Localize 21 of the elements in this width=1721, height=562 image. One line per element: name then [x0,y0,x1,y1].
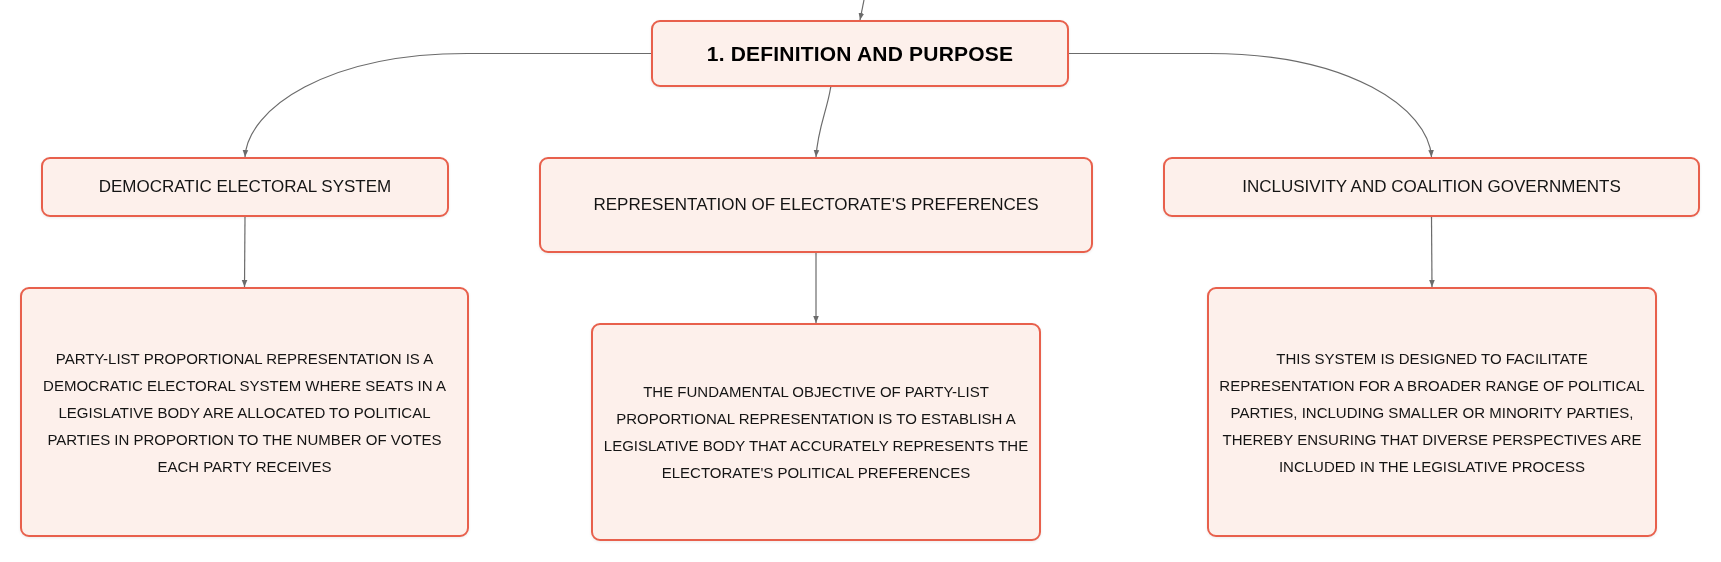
description-box [591,323,1041,541]
subtopic-box [41,157,449,217]
description-text: THIS SYSTEM IS DESIGNED TO FACILITATE REPRESENTATION FOR A BROADER RANGE OF POLITICAL PARTIES, INCLUDING SMALLER OR MINORITY PARTIES, THEREBY ENSURING THAT DIVERSE PERSPECTIVES ARE INCLUDED IN THE LEGISLATIVE PROCESS [1219,348,1645,477]
connector-arrow [813,252,819,324]
connector-arrow [813,86,832,158]
subtopic-label: REPRESENTATION OF ELECTORATE'S PREFERENCES [593,194,1039,217]
description-box [1207,287,1657,537]
connector-arrow [243,52,652,158]
topic-box [651,20,1069,87]
connector-arrow [1068,52,1433,158]
connector-arrow [858,0,865,21]
description-text: THE FUNDAMENTAL OBJECTIVE OF PARTY-LIST PROPORTIONAL REPRESENTATION IS TO ESTABLISH A LEGISLATIVE BODY THAT ACCURATELY REPRESENTS THE ELECTORATE'S POLITICAL PREFERENCES [603,382,1029,483]
subtopic-box [1163,157,1700,217]
description-box [20,287,469,537]
subtopic-label: INCLUSIVITY AND COALITION GOVERNMENTS [1242,176,1621,199]
description-text: PARTY-LIST PROPORTIONAL REPRESENTATION IS A DEMOCRATIC ELECTORAL SYSTEM WHERE SEATS IN A LEGISLATIVE BODY ARE ALLOCATED TO POLITICAL PARTIES IN PROPORTION TO THE NUMBER OF VOTES EACH PARTY RECEIVES [42,348,447,477]
subtopic-box [539,157,1093,253]
subtopic-label: DEMOCRATIC ELECTORAL SYSTEM [98,176,392,199]
connector-arrow [1429,216,1435,288]
connector-arrow [241,216,248,288]
topic-title: 1. DEFINITION AND PURPOSE [706,40,1014,67]
